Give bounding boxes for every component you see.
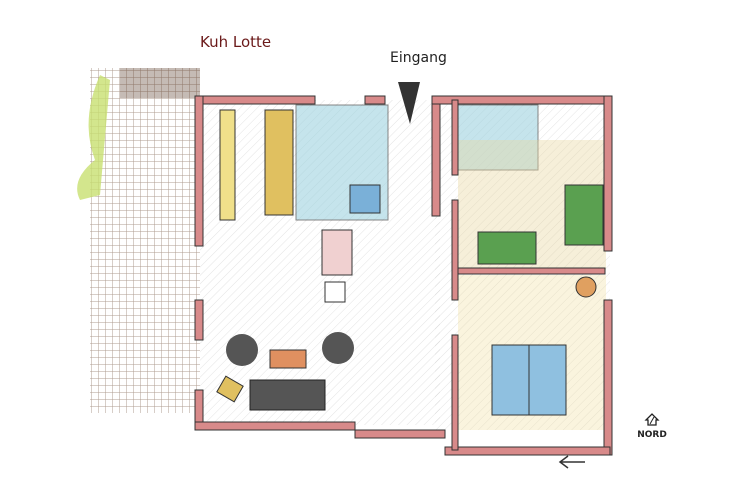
terrace: [90, 68, 200, 413]
entrance-arrow-icon: [398, 82, 420, 124]
property-title: Kuh Lotte: [200, 33, 272, 51]
bathroom-right: [457, 104, 539, 171]
bed-green-1: [564, 184, 604, 246]
kitchen-counter: [264, 109, 294, 216]
entrance-label: Eingang: [390, 50, 447, 66]
north-label: NORD: [637, 430, 667, 440]
plant-hedge: [77, 75, 110, 200]
exit-arrow-icon: [558, 455, 585, 469]
dining-table: [321, 229, 353, 276]
walls: [194, 95, 613, 456]
armchair: [226, 334, 258, 366]
sofa: [249, 379, 326, 411]
north-compass: NORD: [632, 412, 672, 440]
north-arrow-icon: [644, 413, 660, 426]
